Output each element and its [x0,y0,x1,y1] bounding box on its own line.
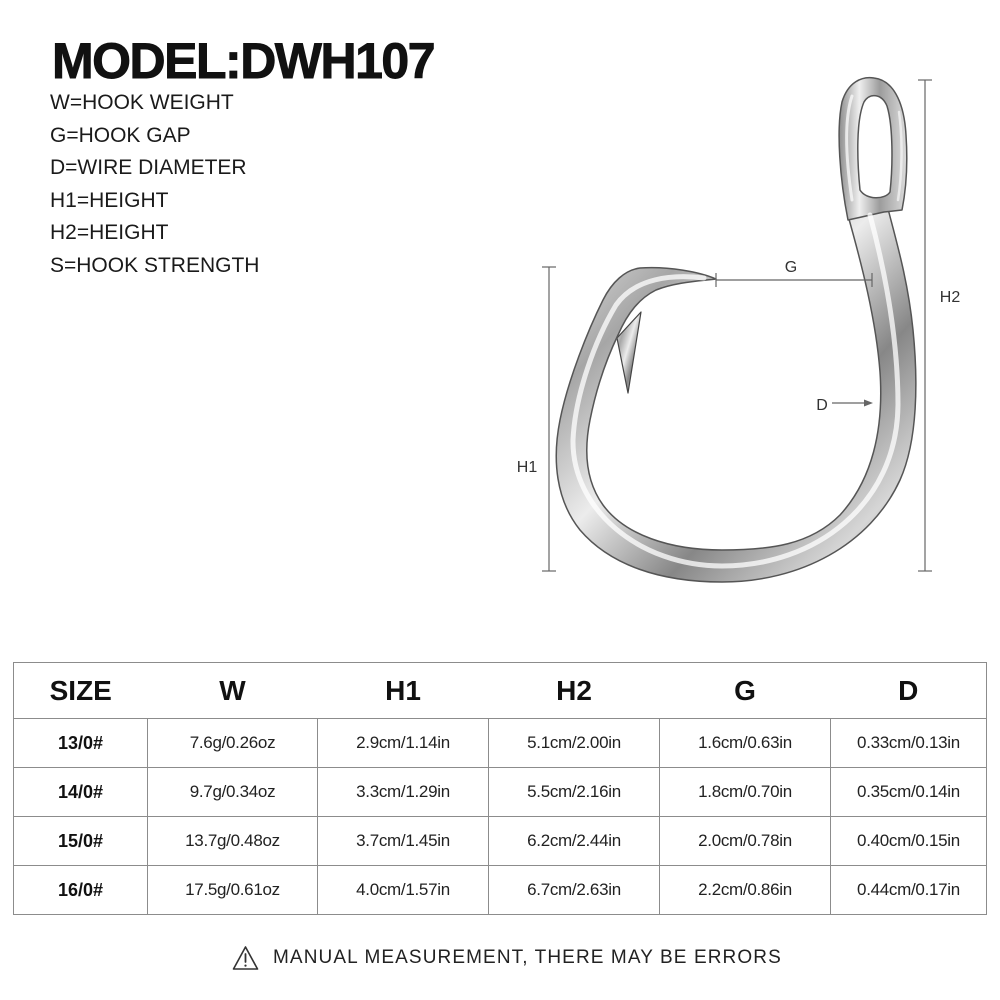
table-cell-h1: 4.0cm/1.57in [317,865,489,915]
dimension-gap: G [715,259,873,287]
table-cell-h2: 6.2cm/2.44in [488,816,660,866]
table-cell-size: 16/0# [13,865,148,915]
table-header-row: SIZE W H1 H2 G D [13,662,987,719]
hook-diagram: H2 H1 G D [517,76,961,583]
hook-barb [616,311,642,394]
table-row: 16/0# 17.5g/0.61oz 4.0cm/1.57in 6.7cm/2.… [13,865,987,915]
hook-eye-highlight-left [845,94,854,202]
legend-item-weight: W=HOOK WEIGHT [50,91,234,114]
fishing-hook-icon [555,76,917,583]
table-cell-diameter: 0.40cm/0.15in [830,816,987,866]
table-cell-size: 13/0# [13,718,148,768]
hook-body [555,204,917,583]
dimension-gap-label: G [785,259,797,276]
disclaimer-text: MANUAL MEASUREMENT, THERE MAY BE ERRORS [273,947,782,968]
table-cell-h1: 3.7cm/1.45in [317,816,489,866]
table-row: 13/0# 7.6g/0.26oz 2.9cm/1.14in 5.1cm/2.0… [13,718,987,768]
table-cell-h2: 6.7cm/2.63in [488,865,660,915]
page-title: MODEL:DWH107 [52,33,436,89]
table-cell-weight: 9.7g/0.34oz [147,767,318,817]
dimension-h2: H2 [918,79,961,572]
dimension-h2-label: H2 [940,289,961,306]
arrow-right-icon [864,399,873,407]
table-header-size: SIZE [13,662,148,719]
dimension-diameter: D [816,397,873,414]
spec-table: SIZE W H1 H2 G D 13/0# 7.6g/0.26oz 2.9cm… [13,662,987,915]
table-cell-gap: 1.6cm/0.63in [659,718,831,768]
hook-eye-highlight-right [896,110,903,202]
table-cell-diameter: 0.35cm/0.14in [830,767,987,817]
table-cell-h1: 3.3cm/1.29in [317,767,489,817]
table-cell-h1: 2.9cm/1.14in [317,718,489,768]
warning-icon [232,946,259,970]
legend-list: W=HOOK WEIGHT G=HOOK GAP D=WIRE DIAMETER… [50,87,259,283]
hook-highlight [570,212,901,569]
disclaimer: MANUAL MEASUREMENT, THERE MAY BE ERRORS [232,944,782,972]
table-row: 15/0# 13.7g/0.48oz 3.7cm/1.45in 6.2cm/2.… [13,816,987,866]
table-cell-weight: 7.6g/0.26oz [147,718,318,768]
legend-item-h1: H1=HEIGHT [50,188,169,212]
table-header-gap: G [659,662,831,719]
table-header-h1: H1 [317,662,489,719]
legend-item-strength: S=HOOK STRENGTH [50,253,260,277]
dimension-h1-label: H1 [517,459,538,476]
table-header-h2: H2 [488,662,660,719]
table-cell-diameter: 0.33cm/0.13in [830,718,987,768]
hook-eye [838,76,908,221]
dimension-h1: H1 [517,266,556,572]
legend-item-diameter: D=WIRE DIAMETER [50,156,247,180]
legend-item-gap: G=HOOK GAP [50,123,191,147]
table-cell-weight: 13.7g/0.48oz [147,816,318,866]
table-cell-gap: 2.0cm/0.78in [659,816,831,866]
table-cell-weight: 17.5g/0.61oz [147,865,318,915]
table-cell-h2: 5.1cm/2.00in [488,718,660,768]
table-row: 14/0# 9.7g/0.34oz 3.3cm/1.29in 5.5cm/2.1… [13,767,987,817]
table-cell-size: 15/0# [13,816,148,866]
table-cell-gap: 2.2cm/0.86in [659,865,831,915]
table-cell-gap: 1.8cm/0.70in [659,767,831,817]
table-cell-h2: 5.5cm/2.16in [488,767,660,817]
legend-item-h2: H2=HEIGHT [50,221,169,245]
table-header-diameter: D [830,662,987,719]
dimension-diameter-label: D [816,397,828,414]
table-cell-diameter: 0.44cm/0.17in [830,865,987,915]
table-header-weight: W [147,662,318,719]
table-cell-size: 14/0# [13,767,148,817]
